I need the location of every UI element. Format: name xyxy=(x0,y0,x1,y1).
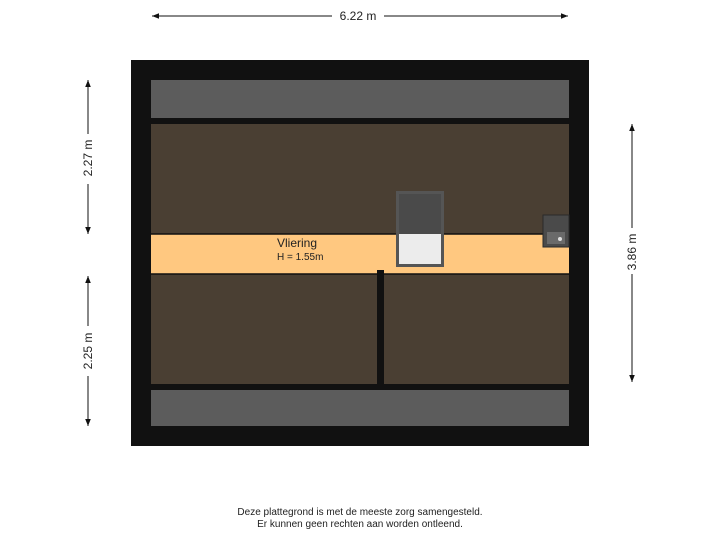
dimension-left-upper: 2.27 m xyxy=(81,80,95,234)
sloped-ceiling-lower xyxy=(151,274,569,384)
disclaimer-line-1: Deze plattegrond is met de meeste zorg s… xyxy=(237,507,483,518)
roof-band-bottom xyxy=(151,390,569,426)
disclaimer: Deze plattegrond is met de meeste zorg s… xyxy=(0,507,720,531)
sloped-ceiling-upper xyxy=(151,124,569,234)
roof-hatch xyxy=(396,191,444,267)
dimension-top-width: 6.22 m xyxy=(152,9,568,23)
chimney-vent xyxy=(542,214,570,248)
disclaimer-line-2: Er kunnen geen rechten aan worden ontlee… xyxy=(257,519,463,530)
dimension-top-width-label: 6.22 m xyxy=(340,9,377,23)
dimension-right-height-label: 3.86 m xyxy=(625,234,639,271)
dimension-left-lower: 2.25 m xyxy=(81,276,95,426)
partition-wall xyxy=(377,270,384,386)
room-height: H = 1.55m xyxy=(277,252,323,263)
room-floor-vliering xyxy=(151,234,569,274)
dimension-left-upper-label: 2.27 m xyxy=(81,140,95,177)
dimension-right-height: 3.86 m xyxy=(625,124,639,382)
roof-band-top xyxy=(151,80,569,118)
dimension-left-lower-label: 2.25 m xyxy=(81,333,95,370)
room-name: Vliering xyxy=(277,236,317,250)
